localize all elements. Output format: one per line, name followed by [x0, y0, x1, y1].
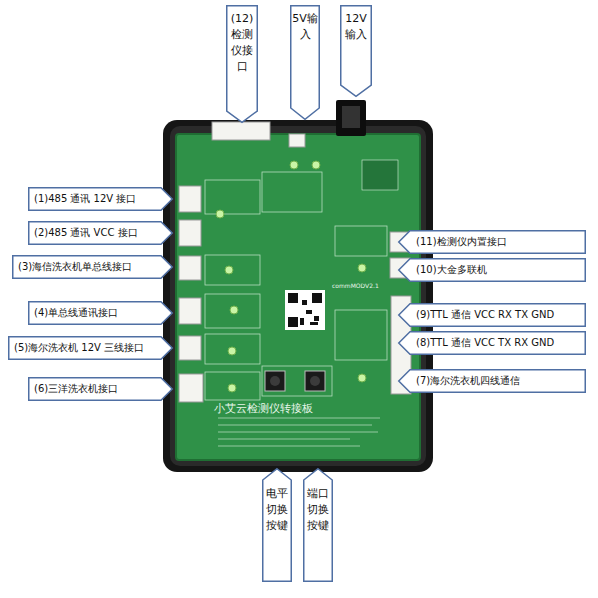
callout-outline: [341, 6, 372, 97]
callout-text: (3)海信洗衣机单总线接口: [12, 255, 173, 279]
callout-text: (9)TTL 通信 VCC RX TX GND: [398, 303, 586, 327]
callout-text: (10)大金多联机: [398, 258, 586, 282]
button: [265, 371, 285, 391]
silkscreen-label: commMODV2.1: [332, 282, 379, 289]
button: [270, 376, 280, 386]
callout-text: (6)三洋洗衣机接口: [28, 377, 173, 401]
connector: [289, 134, 305, 147]
callout-outline: [9, 337, 173, 360]
callout-box: 5V输入: [290, 5, 320, 120]
button: [305, 371, 325, 391]
callout-outline: [399, 231, 586, 254]
callout-text: (5)海尔洗衣机 12V 三线接口: [8, 336, 173, 360]
callout-outline: [29, 222, 173, 245]
callout-outline: [399, 259, 586, 282]
callout-outline: [304, 469, 333, 582]
callout-box: 电平切换按键: [262, 468, 292, 582]
callout-outline: [29, 302, 173, 325]
callout-text: (11)检测仪内置接口: [398, 230, 586, 254]
callout-outline: [399, 332, 586, 355]
callout-text: (2)485 通讯 VCC 接口: [28, 221, 173, 245]
callout-box: (4)单总线通讯接口: [28, 301, 173, 325]
callout-text: (4)单总线通讯接口: [28, 301, 173, 325]
connectors-left: [179, 186, 203, 402]
dc-jack: [336, 100, 366, 136]
callout-text: (1)485 通讯 12V 接口: [28, 187, 173, 211]
casing-rim: [170, 126, 426, 466]
callout-box: (8)TTL 通信 VCC TX RX GND: [398, 331, 586, 355]
casing: [163, 120, 433, 472]
callout-box: (7)海尔洗衣机四线通信: [398, 369, 586, 393]
callout-box: (12)检测仪接口: [226, 5, 258, 123]
qr-pattern: [288, 293, 322, 327]
callout-outline: [263, 469, 292, 582]
callout-text: 5V输入: [290, 5, 320, 120]
callout-outline: [29, 188, 173, 211]
callout-text: (12)检测仪接口: [226, 5, 258, 123]
callout-outline: [29, 378, 173, 401]
callout-outline: [227, 6, 258, 123]
pcb-edge: [176, 134, 420, 460]
callout-outline: [291, 6, 320, 120]
callout-outline: [399, 370, 586, 393]
callout-outline: [13, 256, 173, 279]
callout-box: (1)485 通讯 12V 接口: [28, 187, 173, 211]
callout-box: (6)三洋洗衣机接口: [28, 377, 173, 401]
ic-area: [362, 160, 398, 190]
callout-box: 端口切换按键: [303, 468, 333, 582]
callout-text: 电平切换按键: [262, 468, 292, 582]
callout-box: (3)海信洗衣机单总线接口: [12, 255, 173, 279]
callout-box: (9)TTL 通信 VCC RX TX GND: [398, 303, 586, 327]
callout-outline: [399, 304, 586, 327]
callout-text: (7)海尔洗衣机四线通信: [398, 369, 586, 393]
callout-text: (8)TTL 通信 VCC TX RX GND: [398, 331, 586, 355]
callout-box: (2)485 通讯 VCC 接口: [28, 221, 173, 245]
dc-jack: [342, 106, 360, 128]
qr-code: [285, 290, 325, 330]
callout-box: 12V输入: [340, 5, 372, 97]
silkscreen-notes: [218, 418, 380, 446]
silkscreen: [205, 172, 387, 400]
callout-box: (11)检测仪内置接口: [398, 230, 586, 254]
callout-box: (10)大金多联机: [398, 258, 586, 282]
leds: [216, 161, 366, 392]
callout-box: (5)海尔洗衣机 12V 三线接口: [8, 336, 173, 360]
pcb: [176, 134, 420, 460]
connector: [212, 122, 270, 140]
silkscreen-label: 小艾云检测仪转接板: [214, 401, 313, 416]
callout-text: 12V输入: [340, 5, 372, 97]
button: [310, 376, 320, 386]
callout-text: 端口切换按键: [303, 468, 333, 582]
